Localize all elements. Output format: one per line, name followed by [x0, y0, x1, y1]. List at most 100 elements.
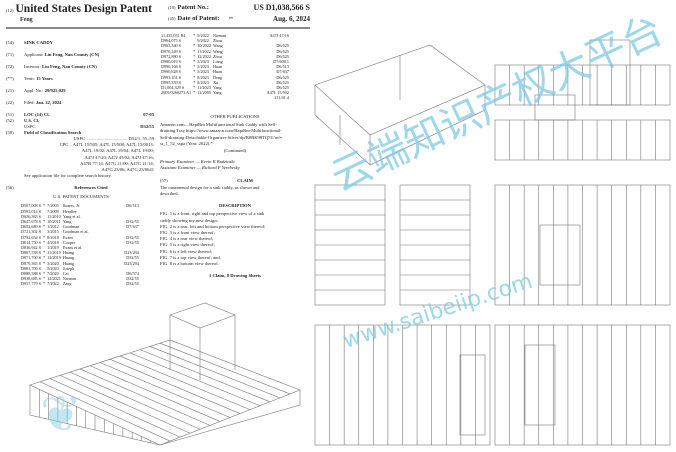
reference-cell: 3/2020	[47, 260, 59, 266]
reference-cell: D995,351 S	[161, 74, 182, 80]
text-line: FIG. 1 is a front, right and top perspec…	[160, 211, 265, 217]
reference-cell: Yang	[212, 90, 222, 96]
reference-cell: *	[43, 239, 46, 245]
text-line: USPC ...................................…	[73, 136, 154, 141]
text-line: FIG. 6 is a left view thereof;	[160, 248, 213, 254]
reference-cell: 5/2023	[197, 64, 209, 70]
reference-cell: D6/525	[276, 48, 289, 54]
wire-line	[159, 342, 291, 395]
reference-cell: D32/55	[126, 276, 139, 282]
reference-cell: Liang	[212, 59, 223, 65]
patent-date: (45)Date of Patent: **Aug. 6, 2024	[168, 15, 310, 23]
text-line: A47L 19/02; A47L 19/04; A47L 19/00;	[81, 148, 154, 154]
reference-cell: D7/637	[276, 69, 289, 75]
wire-line	[69, 371, 201, 430]
text-line: CPC .. A47L 15/505; A47L 15/508; A47L 15…	[59, 142, 154, 148]
reference-cell: *	[43, 271, 46, 277]
reference-cell: D980,019 S	[161, 59, 182, 65]
wire-line	[79, 368, 211, 426]
text-line: A47B 77/14; A47G 21/00; A47G 21/14;	[80, 160, 154, 166]
other-publications: OTHER PUBLICATIONS Amazon.com—HapiRm Mul…	[160, 114, 310, 279]
reference-cell: D721,302 S	[21, 229, 42, 235]
reference-cell: *	[43, 250, 46, 256]
reference-cell: 7/2009	[47, 208, 59, 214]
text-line: Self-draining-Detachable-Organizer-Silve…	[160, 134, 283, 140]
reference-cell: 9/2022	[197, 33, 209, 38]
reference-cell: 12/2021	[47, 276, 61, 282]
wire-line	[129, 352, 261, 406]
reference-cell: D32/55	[126, 239, 139, 245]
reference-cell: D6/513	[276, 64, 289, 70]
reference-cell: Zhou	[212, 38, 222, 44]
reference-cell: D938,685 S	[21, 276, 42, 282]
reference-cell: *	[193, 59, 196, 65]
text-line: A47J 47/20; A47J 45/02; A47J 47/16;	[84, 154, 154, 160]
reference-cell: D32/55	[126, 234, 139, 240]
reference-cell: Evans	[62, 234, 74, 240]
reference-cell: Cai	[62, 271, 69, 277]
reference-cell	[196, 95, 212, 100]
text-line: FIG. 4 is a rear view thereof;	[160, 236, 214, 242]
reference-cell: D6/525	[276, 85, 289, 91]
reference-cell: *	[43, 219, 46, 224]
reference-cell: 11/2022	[197, 48, 211, 54]
reference-cell: D626,363 S	[21, 213, 42, 219]
figure-2-perspective	[314, 44, 486, 166]
reference-cell: D836,942 S	[21, 245, 42, 251]
reference-cell: D595,014 S	[21, 208, 42, 214]
reference-cell: 8/2023	[197, 79, 209, 85]
wire-line	[149, 346, 281, 399]
reference-cell: D965,340 S	[161, 43, 182, 49]
reference-cell: D507,008 S	[21, 203, 42, 209]
wire-line	[99, 362, 231, 418]
reference-cell: D957,779 S	[21, 281, 42, 287]
reference-cell: A47J 47/16	[269, 33, 289, 38]
reference-cell: D867,538 S	[21, 250, 42, 256]
reference-cell: D23/294	[124, 260, 139, 266]
reference-cell: 12/2005	[197, 90, 211, 96]
reference-cell: D995,359 S	[161, 79, 182, 85]
text-line: described.	[160, 191, 179, 197]
reference-cell	[212, 95, 250, 100]
reference-cell: Wang	[212, 48, 223, 54]
reference-cell: 211/41.4	[274, 95, 289, 101]
header-rule	[6, 27, 310, 29]
wire-line	[139, 349, 271, 403]
reference-cell: Goodman et al.	[62, 229, 89, 235]
reference-cell: *	[43, 276, 46, 282]
wire-line	[89, 365, 221, 422]
reference-cell: *	[43, 234, 46, 240]
reference-cell: D6/525	[276, 53, 289, 59]
reference-cell: Zhou	[212, 53, 222, 59]
reference-cell: D964,075 S	[161, 38, 182, 44]
reference-cell: *	[193, 48, 196, 54]
reference-cell: D6/574	[126, 271, 139, 277]
reference-cell: Soares, Jr.	[62, 203, 80, 209]
reference-cell: *	[193, 43, 196, 49]
reference-cell: Huang	[62, 250, 75, 256]
text-line: FIG. 5 is a right view thereof;	[160, 242, 215, 248]
reference-cell: D7/637	[126, 224, 139, 230]
reference-cell: D6/525	[276, 74, 289, 80]
reference-cell: *	[193, 69, 196, 75]
reference-cell: D879,365 S	[21, 260, 42, 266]
reference-cell: *	[43, 260, 46, 266]
wire-line	[39, 381, 171, 442]
reference-cell: 5/2020	[47, 265, 59, 271]
reference-cell: Zang	[62, 281, 72, 287]
reference-cell: 11/2010	[47, 213, 61, 219]
